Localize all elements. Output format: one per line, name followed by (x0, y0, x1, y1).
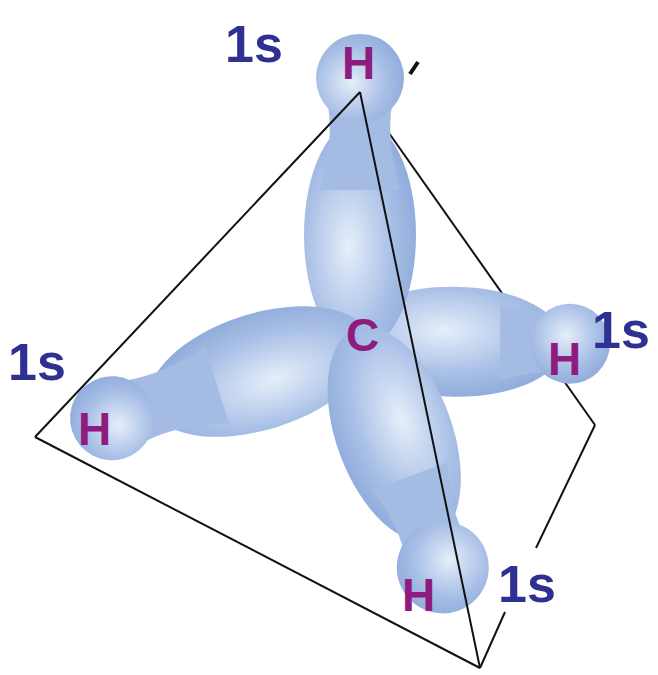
sp3-1s-lobe (301, 309, 513, 631)
atom-label: C (346, 312, 379, 358)
orbital-label: 1s (225, 18, 283, 70)
tetrahedron-front-edges (35, 92, 480, 668)
tick-mark (410, 62, 418, 74)
orbital-label: 1s (498, 558, 556, 610)
atom-label: H (342, 40, 375, 86)
orbital-label: 1s (592, 304, 650, 356)
atom-label: H (402, 572, 435, 618)
orbital-label: 1s (8, 336, 66, 388)
atom-label: H (548, 336, 581, 382)
sp3-1s-lobe (304, 34, 416, 350)
atom-label: H (78, 406, 111, 452)
